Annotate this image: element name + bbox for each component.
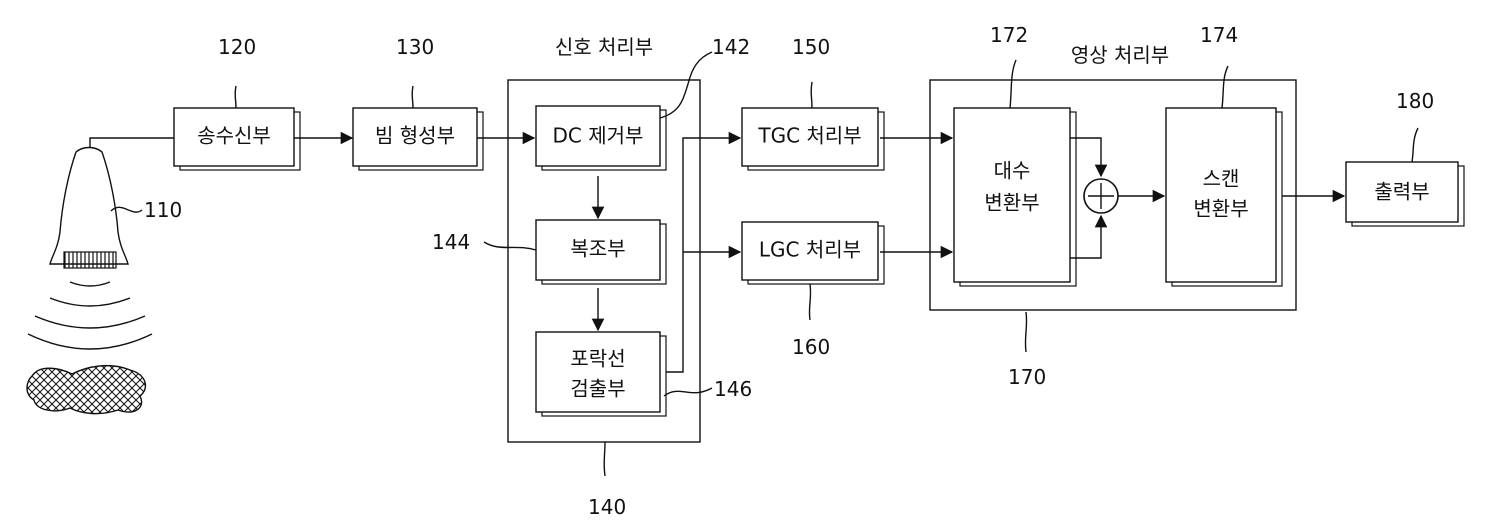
tgc-block: TGC 처리부 (742, 108, 884, 170)
dc-removal-label: DC 제거부 (553, 124, 644, 148)
output-label: 출력부 (1374, 180, 1429, 204)
scan-label-line1: 스캔 (1203, 167, 1240, 191)
ref-174: 174 (1200, 23, 1238, 47)
lgc-block: LGC 처리부 (742, 222, 884, 284)
envelope-label-line1: 포락선 (570, 347, 625, 371)
ref-leader-142 (660, 52, 712, 118)
summing-junction (1084, 179, 1118, 213)
ref-leader-130 (412, 86, 413, 108)
ref-120: 120 (218, 35, 256, 59)
ref-180: 180 (1396, 89, 1434, 113)
log-label-line2: 변환부 (984, 191, 1039, 215)
envelope-label-line2: 검출부 (570, 377, 625, 401)
ref-leader-150 (811, 82, 812, 108)
ref-leader-144 (484, 242, 536, 250)
ref-leader-140 (604, 442, 605, 476)
scan-label-line2: 변환부 (1193, 197, 1248, 221)
ref-150: 150 (792, 35, 830, 59)
ref-130: 130 (396, 35, 434, 59)
beamformer-label: 빔 형성부 (375, 124, 455, 148)
log-converter-block: 대수 변환부 (954, 108, 1076, 286)
ref-160: 160 (792, 335, 830, 359)
log-label-line1: 대수 (994, 159, 1031, 183)
envelope-detector-block: 포락선 검출부 (536, 332, 666, 416)
arrow-envelope-to-tgc (666, 138, 740, 372)
dc-removal-block: DC 제거부 (536, 106, 666, 170)
lgc-label: LGC 처리부 (759, 238, 861, 262)
image-processing-title: 영상 처리부 (1071, 43, 1169, 67)
ref-leader-172 (1010, 60, 1016, 108)
ref-110: 110 (144, 198, 182, 222)
ref-172: 172 (990, 23, 1028, 47)
scan-converter-block: 스캔 변환부 (1166, 108, 1282, 286)
target-tissue (27, 366, 145, 414)
ref-170: 170 (1008, 365, 1046, 389)
ref-146: 146 (714, 377, 752, 401)
ref-140: 140 (588, 495, 626, 519)
ref-142: 142 (712, 35, 750, 59)
tgc-label: TGC 처리부 (757, 124, 861, 148)
ref-leader-170 (1025, 312, 1026, 352)
ref-leader-180 (1412, 128, 1418, 162)
beamformer-block: 빔 형성부 (353, 108, 483, 170)
transceiver-label: 송수신부 (197, 124, 271, 148)
ref-144: 144 (432, 230, 470, 254)
ref-leader-120 (235, 86, 236, 108)
probe-cable (90, 138, 174, 147)
ultrasound-waves (28, 282, 152, 349)
transceiver-block: 송수신부 (174, 108, 300, 170)
ref-leader-146 (664, 388, 712, 396)
ref-leader-174 (1222, 66, 1228, 108)
demodulator-block: 복조부 (536, 220, 666, 284)
output-block: 출력부 (1346, 162, 1464, 226)
ref-leader-160 (809, 284, 810, 320)
signal-processing-title: 신호 처리부 (555, 35, 653, 59)
demodulator-label: 복조부 (570, 237, 625, 261)
